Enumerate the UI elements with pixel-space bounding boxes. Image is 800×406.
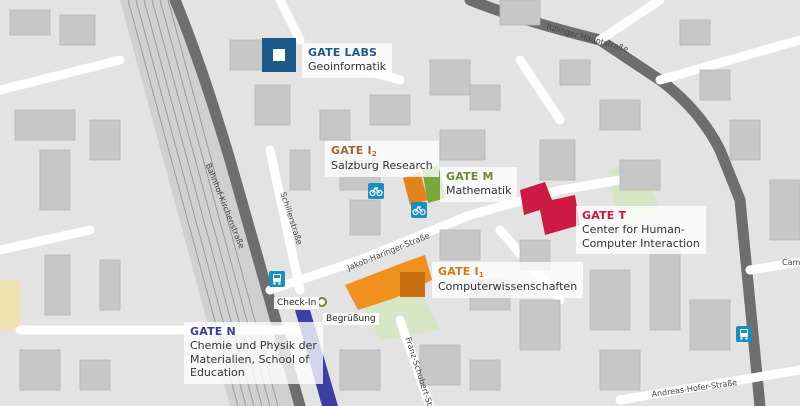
gate-i1-callout[interactable]: GATE I1 Computerwissenschaften: [432, 262, 584, 298]
street-label-camillo: Cami: [782, 258, 800, 267]
gate-t-title: GATE T: [582, 209, 627, 222]
gate-labs-title: GATE LABS: [308, 46, 378, 59]
gate-i2-desc: Salzburg Research: [331, 158, 433, 172]
bus-stop-icon[interactable]: [736, 326, 752, 342]
gate-labs-callout[interactable]: GATE LABS Geoinformatik: [302, 43, 393, 78]
gate-labs-desc: Geoinformatik: [308, 59, 387, 73]
gate-n-desc-line3: Education: [190, 366, 245, 380]
gate-t-desc-line2: Computer Interaction: [582, 236, 700, 250]
bike-parking-icon[interactable]: [411, 202, 427, 218]
gate-i2-building[interactable]: [403, 172, 428, 205]
railway-corridor: [120, 0, 300, 406]
gate-i1-title: GATE I1: [438, 265, 484, 279]
gate-t-building[interactable]: [520, 182, 580, 235]
sand-area: [0, 280, 20, 330]
bike-parking-icon[interactable]: [368, 183, 384, 199]
gate-n-desc-line2: Materialien, School of: [190, 352, 310, 366]
begruessung-label[interactable]: Begrüßung: [323, 313, 379, 325]
gate-n-title: GATE N: [190, 325, 236, 338]
gate-m-title: GATE M: [446, 170, 494, 183]
gate-m-desc: Mathematik: [446, 183, 512, 197]
gate-t-callout[interactable]: GATE T Center for Human- Computer Intera…: [576, 206, 706, 255]
gate-t-desc-line1: Center for Human-: [582, 222, 685, 236]
gate-labs-building-court: [273, 49, 285, 61]
gate-i1-desc: Computerwissenschaften: [438, 279, 578, 293]
gate-m-callout[interactable]: GATE M Mathematik: [440, 167, 518, 202]
bus-stop-icon[interactable]: [269, 271, 285, 287]
gate-i2-title: GATE I2: [331, 144, 377, 158]
gate-i1-courtyard: [400, 272, 425, 297]
gate-n-callout[interactable]: GATE N Chemie und Physik der Materialien…: [184, 322, 323, 384]
checkin-label[interactable]: Check-In: [274, 297, 320, 309]
gate-i2-callout[interactable]: GATE I2 Salzburg Research: [325, 141, 439, 177]
gate-i1-building[interactable]: [345, 255, 432, 310]
gate-n-desc-line1: Chemie und Physik der: [190, 338, 317, 352]
